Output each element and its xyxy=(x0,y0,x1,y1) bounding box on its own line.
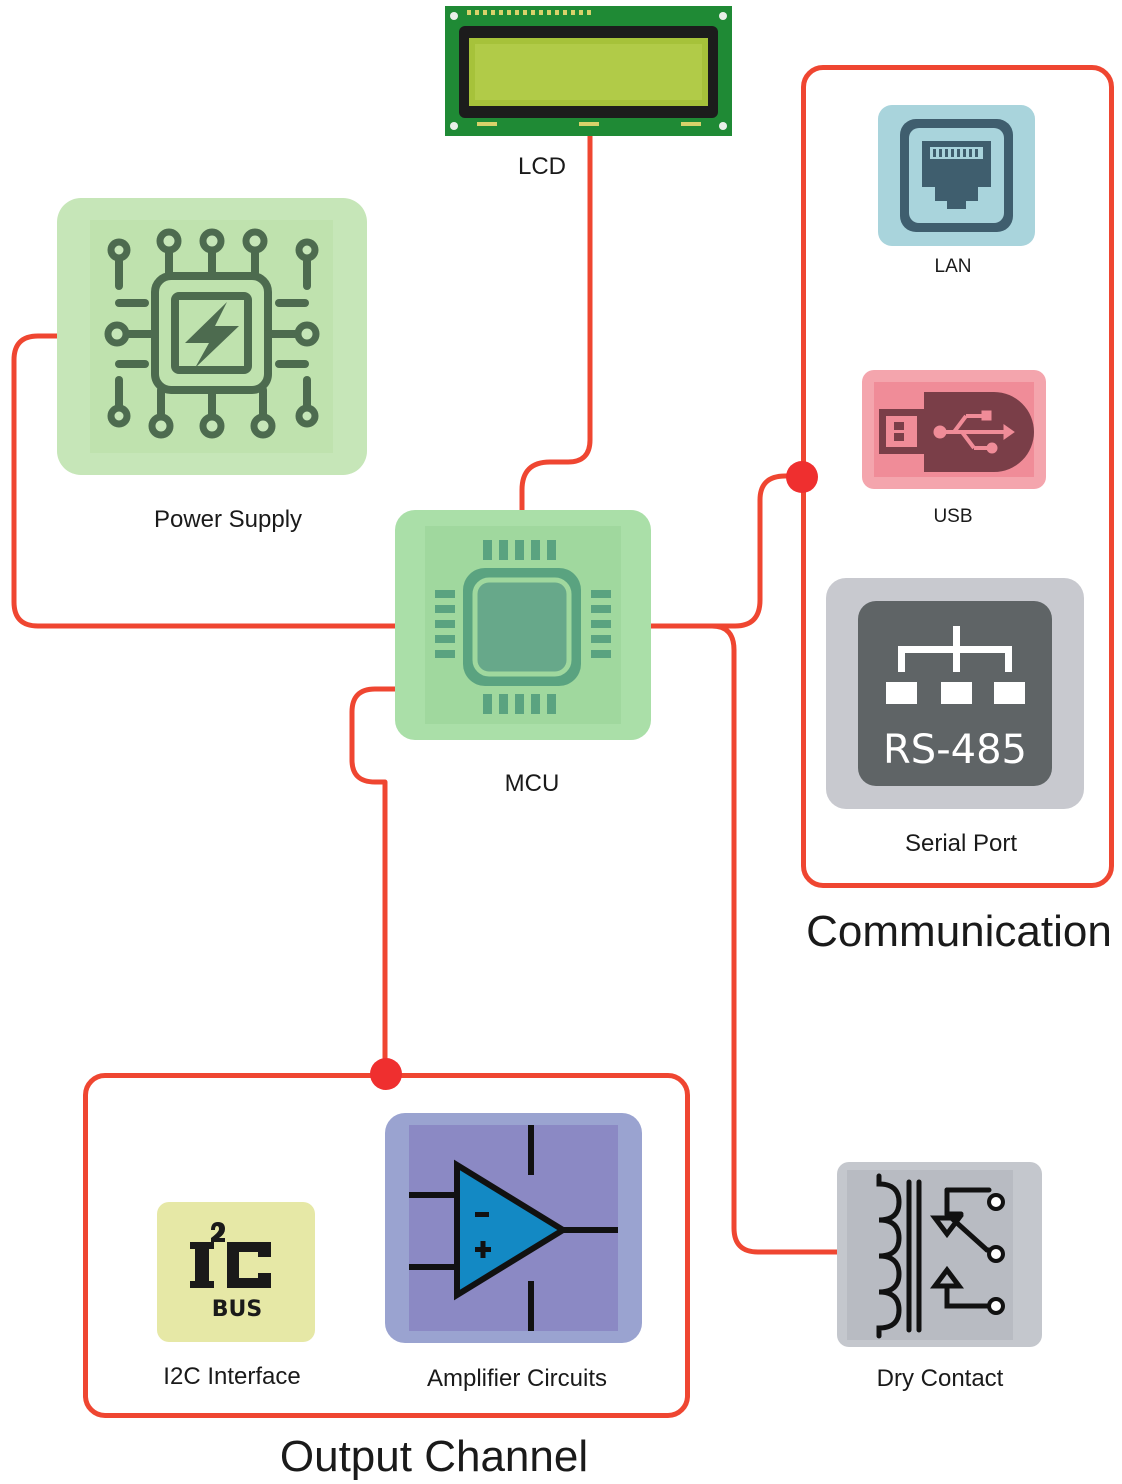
relay-icon xyxy=(847,1170,1013,1340)
lcd-module xyxy=(445,6,732,136)
usb-label: USB xyxy=(933,506,973,527)
serial-port-node: RS-485 xyxy=(826,578,1084,809)
i2c-node: BUS xyxy=(157,1202,315,1342)
op-amp-icon xyxy=(409,1125,618,1331)
ethernet-port-icon xyxy=(900,119,1013,232)
lcd-label: LCD xyxy=(517,153,567,180)
usb-drive-icon xyxy=(874,382,1034,477)
wire-mcu-communication xyxy=(647,473,805,629)
rs485-badge-text: RS-485 xyxy=(883,727,1027,773)
wire-mcu-output xyxy=(349,686,398,1077)
mcu-label: MCU xyxy=(504,770,560,797)
lcd-display-icon xyxy=(445,6,732,136)
cpu-chip-icon xyxy=(425,526,621,724)
power-supply-node xyxy=(57,198,367,475)
wire-mcu-lcd xyxy=(519,132,593,515)
usb-node xyxy=(862,370,1046,489)
lan-node xyxy=(878,105,1035,246)
serial-port-label: Serial Port xyxy=(904,830,1018,857)
i2c-label: I2C Interface xyxy=(163,1363,301,1390)
dry-contact-label: Dry Contact xyxy=(876,1365,1004,1392)
svg-text:BUS: BUS xyxy=(212,1297,262,1322)
rs485-network-icon: RS-485 xyxy=(858,601,1052,786)
power-chip-icon xyxy=(90,220,333,453)
dry-contact-node xyxy=(837,1162,1042,1347)
amplifier-label: Amplifier Circuits xyxy=(426,1365,608,1392)
communication-junction-dot xyxy=(786,461,818,493)
mcu-node xyxy=(395,510,651,740)
wire-mcu-drycontact xyxy=(647,623,841,1255)
output-channel-junction-dot xyxy=(370,1058,402,1090)
i2c-bus-logo: BUS xyxy=(190,1222,271,1322)
amplifier-node xyxy=(385,1113,642,1343)
wire-mcu-power xyxy=(11,333,398,629)
communication-group-title: Communication xyxy=(806,907,1112,956)
power-supply-label: Power Supply xyxy=(153,506,303,533)
output-channel-group-title: Output Channel xyxy=(279,1432,589,1481)
lan-label: LAN xyxy=(934,256,972,277)
